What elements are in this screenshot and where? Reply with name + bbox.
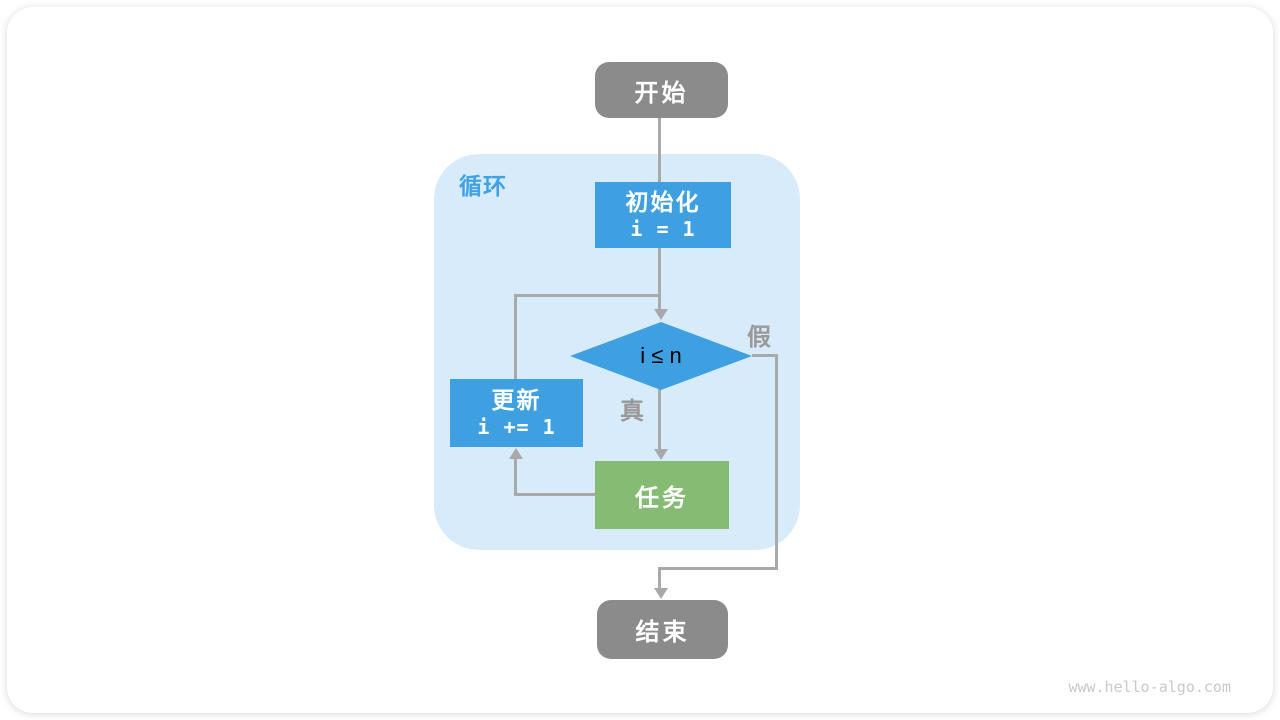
edge-false-bottom-horizontal [658, 567, 778, 570]
edge-cond-to-task [658, 389, 661, 449]
watermark: www.hello-algo.com [1068, 678, 1231, 696]
arrowhead-into-update-icon [509, 448, 523, 459]
node-update-code: i += 1 [477, 415, 556, 440]
edge-update-loop-vertical [514, 294, 517, 379]
node-update-title: 更新 [491, 386, 542, 413]
loop-container-label: 循环 [459, 173, 507, 199]
node-update: 更新 i += 1 [450, 379, 583, 447]
node-start: 开始 [595, 62, 728, 118]
arrowhead-into-cond-icon [654, 309, 668, 320]
node-end: 结束 [597, 600, 728, 659]
node-init-title: 初始化 [625, 188, 701, 215]
edge-false-out-horizontal [752, 354, 778, 357]
true-branch-label: 真 [620, 398, 644, 425]
node-init: 初始化 i = 1 [595, 182, 731, 248]
edge-false-vertical [775, 354, 778, 570]
edge-init-to-cond [658, 248, 661, 310]
node-init-code: i = 1 [630, 217, 696, 242]
node-end-label: 结束 [635, 619, 690, 646]
edge-into-end-vertical [658, 567, 661, 588]
diagram-card: 循环 开始 初始化 i = 1 i ≤ n 更新 i += 1 [7, 7, 1273, 713]
node-task-label: 任务 [635, 484, 689, 512]
arrowhead-into-task-icon [654, 449, 668, 460]
edge-task-to-update-horizontal [514, 493, 597, 496]
arrowhead-into-end-icon [654, 588, 668, 599]
edge-task-to-update-vertical [514, 459, 517, 496]
node-task: 任务 [595, 461, 729, 529]
edge-update-loop-horizontal [514, 294, 661, 297]
node-condition-label: i ≤ n [640, 343, 682, 368]
edge-start-to-init [658, 117, 661, 183]
false-branch-label: 假 [747, 324, 771, 351]
node-start-label: 开始 [634, 79, 689, 107]
